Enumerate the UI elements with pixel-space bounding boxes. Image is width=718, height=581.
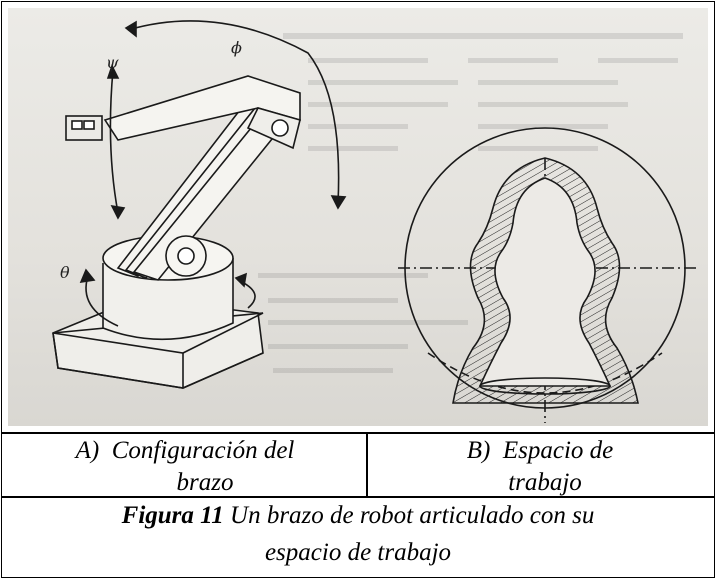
subcaption-b-line2: trabajo (508, 469, 582, 496)
subcaption-b-letter: B) (466, 437, 491, 464)
subcaption-a-line2: brazo (176, 469, 234, 496)
figure-caption: Figura 11 Un brazo de robot articulado c… (1, 497, 715, 571)
subcaption-b: B) Espacio de trabajo (370, 435, 710, 499)
robot-arm-drawing (52, 20, 347, 389)
subcaption-a-line1: Configuración del (111, 437, 295, 464)
table-rule-top-of-subcaptions (1, 432, 715, 434)
figure-caption-line2: espacio de trabajo (264, 539, 452, 566)
figure-illustration: ψ ϕ θ (52, 20, 698, 423)
figure-image: ψ ϕ θ (8, 8, 708, 426)
table-rule-top-of-caption (1, 496, 715, 498)
figure-caption-line1: Un brazo de robot articulado con su (223, 502, 595, 529)
workspace-drawing (398, 127, 698, 423)
table-rule-vertical (366, 432, 368, 497)
subcaption-a: A) Configuración del brazo (10, 435, 360, 499)
psi-label: ψ (106, 53, 119, 72)
background-scan-text (258, 33, 683, 373)
phi-label: ϕ (231, 38, 242, 57)
theta-label: θ (60, 263, 70, 282)
figure-caption-label: Figura 11 (121, 502, 224, 529)
subcaption-b-line1: Espacio de (502, 437, 614, 464)
subcaption-a-letter: A) (75, 437, 100, 464)
